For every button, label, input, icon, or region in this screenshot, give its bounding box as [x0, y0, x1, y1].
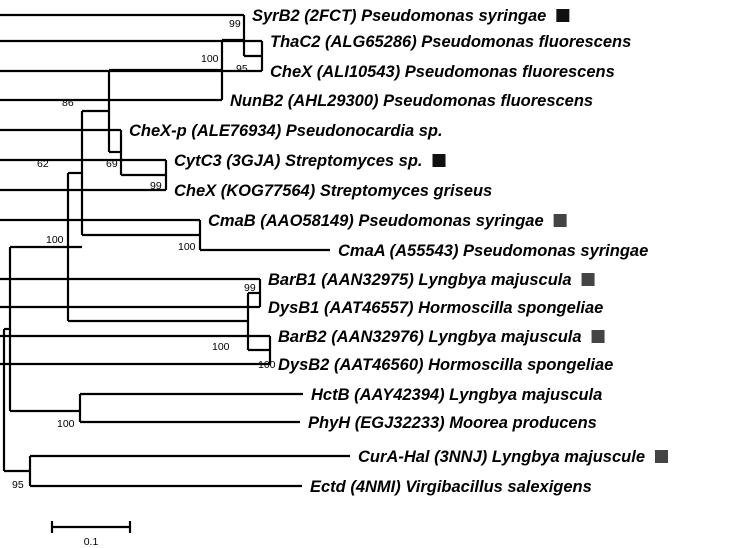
scale-bar-label: 0.1	[84, 536, 99, 548]
species-name: Lyngbya majuscula	[449, 386, 602, 404]
bootstrap-values: 99 95 100 86 69 99 62 100 100 99 100 100 100 95	[12, 18, 276, 491]
protein-name: CmaA (A55543)	[338, 242, 463, 260]
crystal-structure-marker-syrb2	[556, 9, 570, 22]
species-name: Pseudomonas syringae	[361, 7, 546, 25]
species-name: Lyngbya majuscula	[428, 328, 581, 346]
protein-name: BarB2 (AAN32976)	[278, 328, 428, 346]
protein-name: CytC3 (3GJA)	[174, 152, 285, 170]
species-name: Pseudomonas fluorescens	[421, 33, 631, 51]
protein-name: SyrB2 (2FCT)	[252, 7, 361, 25]
protein-name: Ectd (4NMI)	[310, 478, 405, 496]
species-name: Streptomyces griseus	[320, 182, 492, 200]
taxon-label-chex-p: CheX-p (ALE76934) Pseudonocardia sp.	[129, 122, 443, 140]
bootstrap-value: 95	[12, 479, 24, 491]
taxon-label-hctb: HctB (AAY42394) Lyngbya majuscula	[311, 386, 602, 404]
taxon-label-cmab: CmaB (AAO58149) Pseudomonas syringae	[208, 212, 544, 230]
taxon-label-nunb2: NunB2 (AHL29300) Pseudomonas fluorescens	[230, 92, 593, 110]
crystal-structure-marker-cmab	[553, 214, 567, 227]
tree-branches	[0, 13, 350, 488]
protein-name: BarB1 (AAN32975)	[268, 271, 418, 289]
taxon-label-cytc3: CytC3 (3GJA) Streptomyces sp.	[174, 152, 423, 170]
species-name: Pseudomonas fluorescens	[383, 92, 593, 110]
protein-name: NunB2 (AHL29300)	[230, 92, 383, 110]
protein-name: PhyH (EGJ32233)	[308, 414, 449, 432]
protein-name: DysB2 (AAT46560)	[278, 356, 428, 374]
taxon-label-dysb2: DysB2 (AAT46560) Hormoscilla spongeliae	[278, 356, 613, 374]
protein-name: CmaB (AAO58149)	[208, 212, 358, 230]
bootstrap-value: 100	[201, 53, 219, 65]
protein-name: CurA-Hal (3NNJ)	[358, 448, 492, 466]
bootstrap-value: 100	[258, 359, 276, 371]
protein-name: HctB (AAY42394)	[311, 386, 449, 404]
species-name: Pseudonocardia sp.	[286, 122, 443, 140]
taxon-label-chex-ali: CheX (ALI10543) Pseudomonas fluorescens	[270, 63, 615, 81]
bootstrap-value: 99	[150, 180, 162, 192]
species-name: Hormoscilla spongeliae	[418, 299, 603, 317]
bootstrap-value: 69	[106, 158, 118, 170]
bootstrap-value: 86	[62, 97, 74, 109]
species-name: Hormoscilla spongeliae	[428, 356, 613, 374]
bootstrap-value: 62	[37, 158, 49, 170]
bootstrap-value: 95	[236, 63, 248, 75]
crystal-structure-marker-cytc3	[432, 154, 446, 167]
species-name: Pseudomonas syringae	[358, 212, 543, 230]
protein-name: CheX-p (ALE76934)	[129, 122, 286, 140]
species-name: Moorea producens	[449, 414, 597, 432]
species-name: Streptomyces sp.	[285, 152, 423, 170]
protein-name: CheX (KOG77564)	[174, 182, 320, 200]
protein-name: ThaC2 (ALG65286)	[270, 33, 421, 51]
taxon-label-thac2: ThaC2 (ALG65286) Pseudomonas fluorescens	[270, 33, 631, 51]
taxon-label-phyh: PhyH (EGJ32233) Moorea producens	[308, 414, 597, 432]
crystal-structure-marker-barb2	[591, 330, 605, 343]
taxon-label-dysb1: DysB1 (AAT46557) Hormoscilla spongeliae	[268, 299, 603, 317]
crystal-structure-marker-cura	[655, 450, 668, 463]
taxon-label-barb1: BarB1 (AAN32975) Lyngbya majuscula	[268, 271, 572, 289]
crystal-structure-marker-barb1	[581, 273, 595, 286]
taxon-label-chex-kog: CheX (KOG77564) Streptomyces griseus	[174, 182, 492, 200]
protein-name: CheX (ALI10543)	[270, 63, 405, 81]
taxon-label-cmaa: CmaA (A55543) Pseudomonas syringae	[338, 242, 648, 260]
taxon-label-cura: CurA-Hal (3NNJ) Lyngbya majuscule	[358, 448, 645, 466]
bootstrap-value: 100	[178, 241, 196, 253]
species-name: Pseudomonas fluorescens	[405, 63, 615, 81]
species-name: Lyngbya majuscula	[418, 271, 571, 289]
species-name: Lyngbya majuscule	[492, 448, 645, 466]
species-name: Virgibacillus salexigens	[405, 478, 591, 496]
taxon-label-syrb2: SyrB2 (2FCT) Pseudomonas syringae	[252, 7, 546, 25]
taxon-label-barb2: BarB2 (AAN32976) Lyngbya majuscula	[278, 328, 582, 346]
protein-name: DysB1 (AAT46557)	[268, 299, 418, 317]
bootstrap-value: 100	[57, 418, 75, 430]
bootstrap-value: 100	[46, 234, 64, 246]
taxon-label-ectd: Ectd (4NMI) Virgibacillus salexigens	[310, 478, 592, 496]
species-name: Pseudomonas syringae	[463, 242, 648, 260]
bootstrap-value: 99	[229, 18, 241, 30]
bootstrap-value: 100	[212, 341, 230, 353]
bootstrap-value: 99	[244, 282, 256, 294]
scale-bar: 0.1	[50, 521, 132, 548]
